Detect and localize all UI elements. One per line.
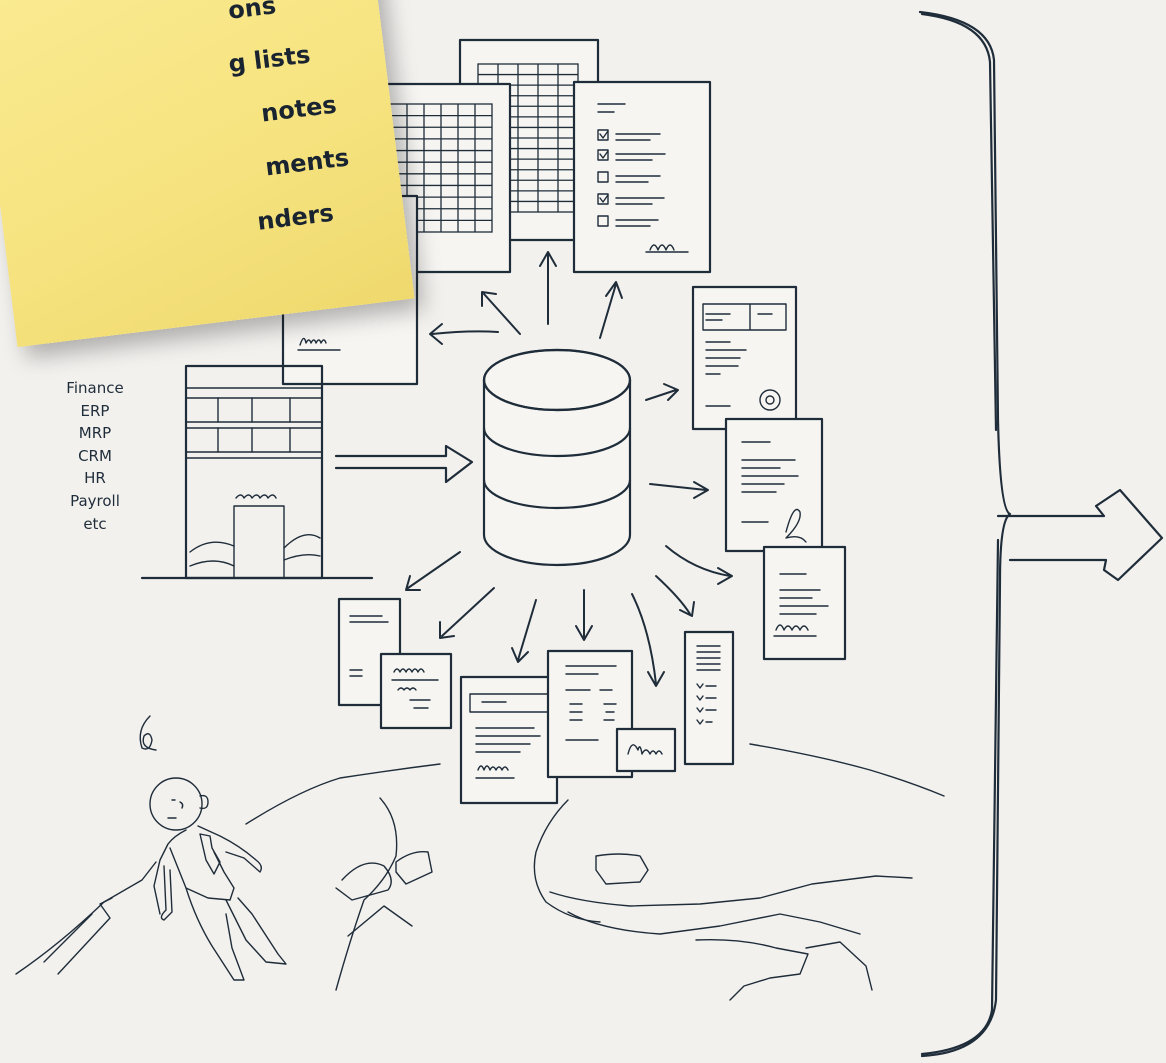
pdf-document: [724, 417, 824, 553]
systems-list: Finance ERP MRP CRM HR Payroll etc: [40, 377, 150, 535]
database-output-arrows: [405, 251, 733, 687]
office-building: [140, 364, 374, 580]
systems-item-etc: etc: [83, 514, 107, 533]
signed-document: [762, 545, 847, 661]
terrain-sketch: [15, 743, 945, 1001]
systems-item-payroll: Payroll: [70, 491, 120, 510]
small-document-note: [379, 652, 453, 730]
list-document: [683, 630, 735, 766]
confused-person-figure: [139, 715, 287, 981]
form-document: [459, 675, 559, 805]
sticky-note-line: ons: [226, 0, 278, 25]
building-to-database-arrow: [334, 444, 474, 484]
systems-item-hr: HR: [84, 469, 106, 488]
systems-item-mrp: MRP: [78, 424, 112, 443]
output-arrow: [996, 488, 1164, 582]
curly-bracket: [918, 10, 1012, 1058]
sticky-note-list: ons g lists notes ments nders: [0, 0, 375, 236]
email-document: [691, 285, 798, 431]
signature-card: [615, 727, 677, 773]
sticky-note-line: nders: [255, 198, 336, 236]
grid-lines: [390, 104, 492, 232]
systems-item-finance: Finance: [66, 379, 124, 397]
checklist-document: [572, 80, 712, 274]
database-icon: [482, 348, 632, 567]
small-document-left: [337, 597, 402, 707]
sticky-note-line: notes: [259, 90, 339, 128]
sticky-note-line: g lists: [226, 40, 312, 79]
systems-item-crm: CRM: [78, 446, 112, 465]
sticky-note: ons g lists notes ments nders: [0, 0, 415, 348]
sticky-note-line: ments: [263, 143, 351, 182]
systems-item-erp: ERP: [80, 401, 110, 420]
